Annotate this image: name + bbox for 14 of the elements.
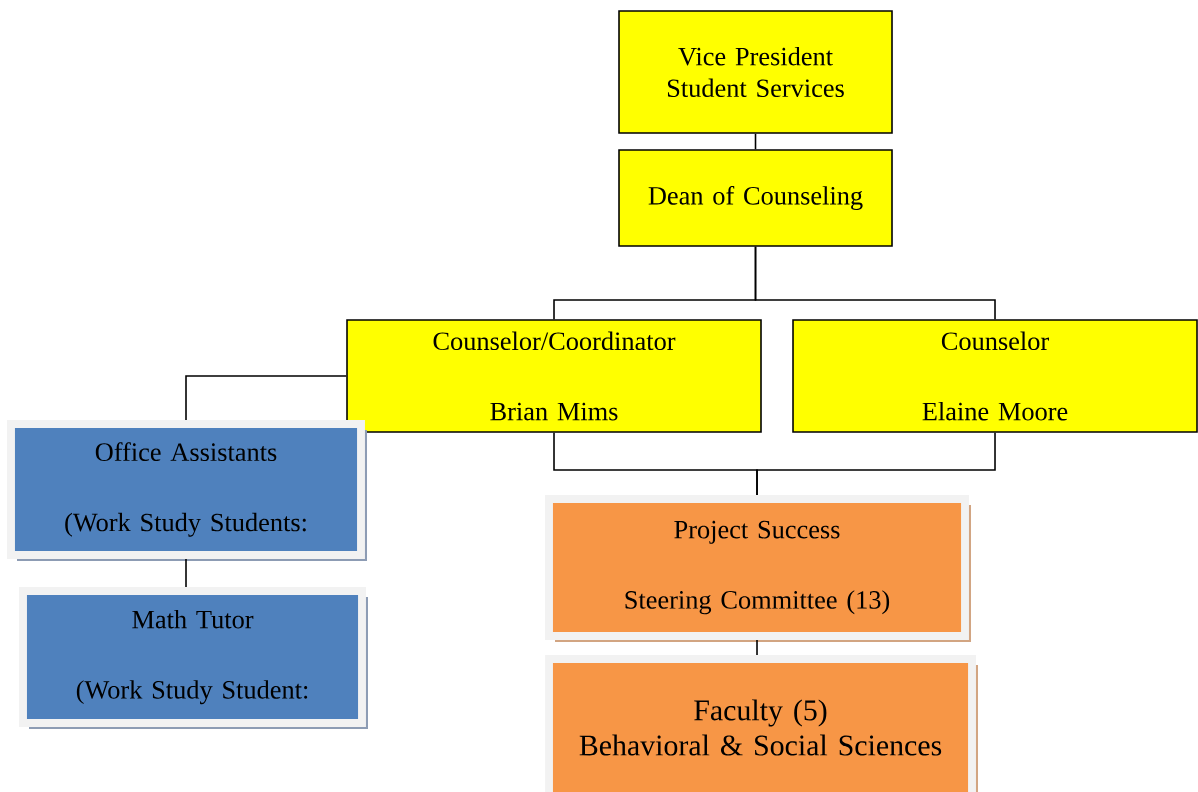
connector-line bbox=[756, 432, 996, 496]
connector-line bbox=[754, 133, 757, 150]
role-box: Office Assistants (Work Study Students: bbox=[7, 420, 367, 561]
role-box: Math Tutor (Work Study Student: bbox=[19, 587, 368, 729]
role-box: Project Success Steering Committee (13) bbox=[545, 495, 971, 642]
connector-line bbox=[756, 639, 758, 656]
role-box: Vice President Student Services bbox=[618, 10, 893, 134]
role-box: Dean of Counseling bbox=[618, 149, 893, 247]
role-box: Counselor/Coordinator Brian Mims bbox=[346, 319, 762, 433]
connector-line bbox=[185, 558, 187, 588]
role-box: Faculty (5) Behavioral & Social Sciences bbox=[545, 655, 978, 792]
role-box: Counselor Elaine Moore bbox=[792, 319, 1198, 433]
connector-line bbox=[754, 246, 996, 320]
connector-line bbox=[185, 375, 347, 421]
